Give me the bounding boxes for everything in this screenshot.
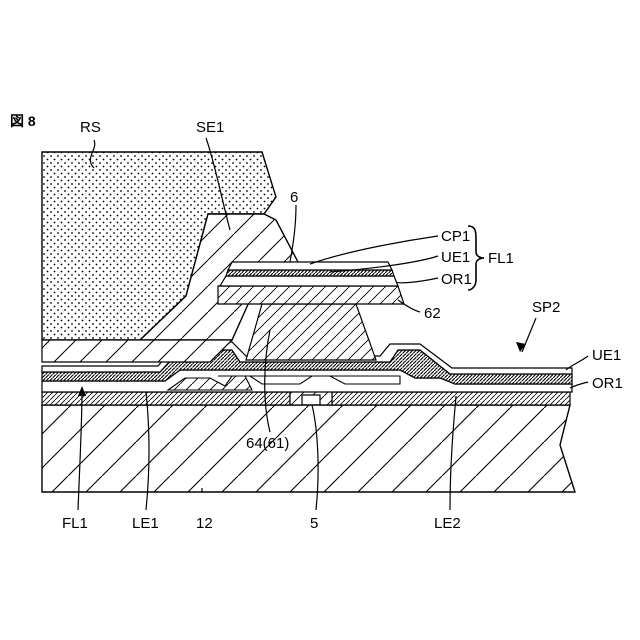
label-fl1-group: FL1 — [488, 250, 514, 267]
label-or1-top: OR1 — [441, 271, 472, 288]
label-12: 12 — [196, 515, 213, 532]
spacer-62 — [218, 286, 404, 304]
label-sp2: SP2 — [532, 299, 560, 316]
label-fl1-bottom: FL1 — [62, 515, 88, 532]
label-62: 62 — [424, 305, 441, 322]
label-6: 6 — [290, 189, 298, 206]
label-64-61: 64(61) — [246, 435, 289, 452]
organic-layer-or1-top — [220, 276, 398, 286]
lower-electrode-le2 — [332, 392, 570, 405]
label-le1: LE1 — [132, 515, 159, 532]
substrate-12 — [42, 405, 575, 492]
label-or1-right: OR1 — [592, 375, 623, 392]
upper-electrode-ue1-top — [226, 270, 394, 276]
figure-title: 図 8 — [10, 113, 36, 129]
label-se1: SE1 — [196, 119, 224, 136]
label-cp1: CP1 — [441, 228, 470, 245]
label-le2: LE2 — [434, 515, 461, 532]
label-5: 5 — [310, 515, 318, 532]
label-rs: RS — [80, 119, 101, 136]
label-ue1-top: UE1 — [441, 249, 470, 266]
pillar-64-61 — [246, 304, 376, 360]
sealing-strip — [42, 340, 232, 362]
label-ue1-right: UE1 — [592, 347, 621, 364]
